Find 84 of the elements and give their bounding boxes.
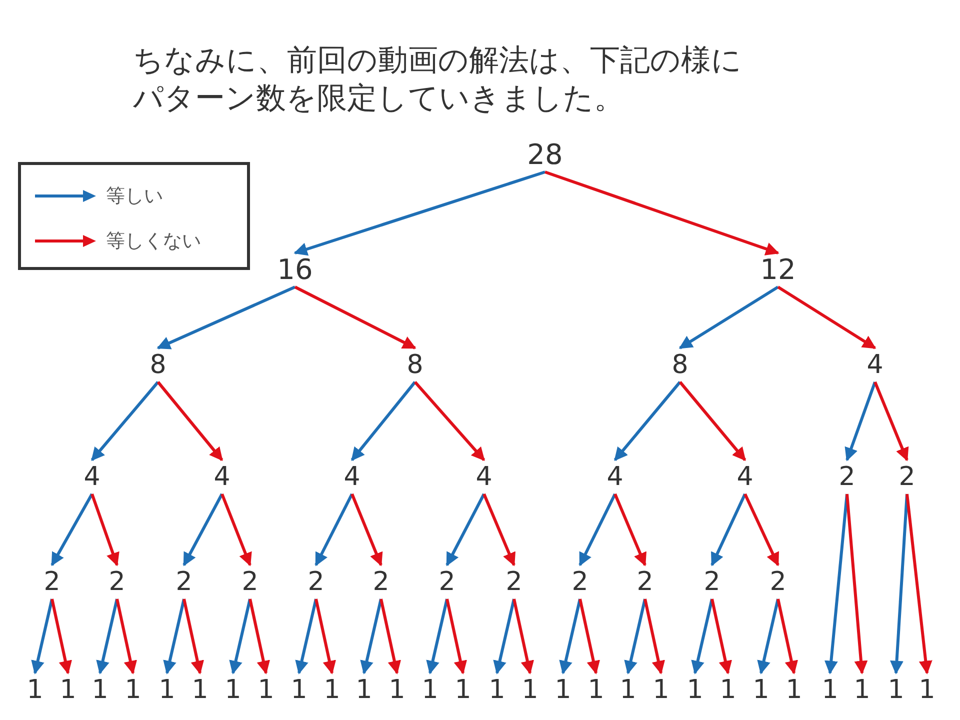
arrow: [691, 598, 714, 674]
legend-label: 等しくない: [106, 229, 201, 254]
arrow: [824, 494, 848, 674]
arrow: [757, 598, 780, 674]
count-label: 2: [164, 567, 204, 597]
count-label: 2: [758, 567, 798, 597]
arrow: [776, 598, 798, 674]
arrow: [906, 494, 932, 674]
arrow: [559, 598, 582, 674]
count-label: 8: [395, 350, 435, 380]
count-label: 2: [32, 567, 72, 597]
arrow: [156, 381, 224, 462]
arrow: [414, 381, 486, 461]
count-label: 2: [296, 567, 336, 597]
arrow: [229, 598, 252, 674]
arrow: [380, 598, 402, 674]
arrow: [294, 286, 416, 350]
count-label: 28: [521, 140, 569, 170]
arrow: [163, 598, 186, 674]
count-label: 12: [754, 255, 802, 285]
count-label: 2: [692, 567, 732, 597]
count-label: 8: [660, 350, 700, 380]
arrow: [890, 494, 908, 674]
count-label: 2: [887, 462, 927, 492]
arrow: [90, 381, 160, 462]
arrow: [578, 493, 616, 566]
arrow: [96, 598, 118, 674]
arrow: [678, 286, 779, 350]
arrow: [512, 598, 534, 674]
arrow: [777, 286, 876, 350]
arrow: [446, 493, 486, 566]
count-label: 8: [138, 350, 178, 380]
arrow: [90, 494, 120, 566]
arrow: [482, 493, 516, 566]
count-label: 2: [230, 567, 270, 597]
arrow: [182, 493, 224, 566]
arrow: [350, 493, 383, 566]
arrow: [295, 598, 318, 674]
arrow: [248, 598, 270, 674]
arrow: [744, 493, 780, 566]
count-label: 4: [595, 462, 635, 492]
arrow: [314, 493, 354, 566]
arrow: [578, 598, 600, 674]
count-label: 2: [97, 567, 137, 597]
arrow: [31, 598, 54, 674]
arrow: [446, 598, 468, 674]
count-label: 2: [560, 567, 600, 597]
heading-text: ちなみに、前回の動画の解法は、下記の様にパターン数を限定していきました。: [133, 42, 742, 118]
arrow: [50, 493, 94, 566]
arrow: [710, 598, 732, 674]
arrow: [614, 381, 682, 462]
arrow: [294, 170, 546, 256]
count-label: 2: [827, 462, 867, 492]
count-label: 2: [361, 567, 401, 597]
arrow: [710, 493, 746, 566]
arrow: [678, 381, 746, 462]
count-label: 4: [332, 462, 372, 492]
count-label: 4: [464, 462, 504, 492]
arrow: [156, 286, 296, 350]
arrow: [493, 598, 516, 674]
count-label: 4: [855, 350, 895, 380]
arrow: [644, 598, 666, 674]
arrow: [624, 598, 646, 674]
arrow: [314, 598, 336, 674]
arrow: [426, 598, 448, 674]
count-label: 2: [625, 567, 665, 597]
count-label: 16: [271, 255, 319, 285]
arrow: [350, 381, 416, 462]
count-label: 2: [427, 567, 467, 597]
arrow: [844, 382, 876, 462]
arrow: [874, 381, 909, 462]
count-label: 4: [72, 462, 112, 492]
arrow: [182, 598, 204, 674]
arrow: [50, 598, 72, 674]
legend-label: 等しい: [106, 184, 163, 209]
count-label: 4: [725, 462, 765, 492]
arrow: [846, 494, 868, 674]
count-label: 2: [494, 567, 534, 597]
arrow: [220, 493, 252, 566]
arrow: [614, 493, 646, 566]
arrow: [544, 170, 780, 256]
arrow: [116, 598, 138, 674]
arrow: [360, 598, 382, 674]
count-label: 4: [202, 462, 242, 492]
